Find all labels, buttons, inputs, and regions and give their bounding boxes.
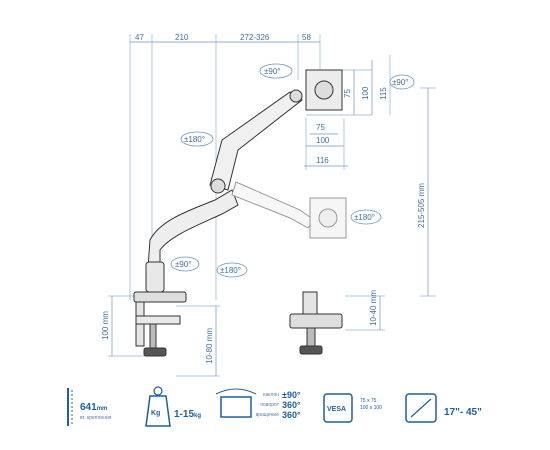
dim-top-4: 58 bbox=[302, 33, 311, 42]
rot-value-tilt: ±90° bbox=[282, 390, 301, 400]
monitor-rotation-icon bbox=[215, 388, 257, 418]
screen-size-icon bbox=[405, 393, 437, 423]
dim-vesa-w-2: 100 bbox=[316, 136, 330, 145]
dim-base-left: 100 mm bbox=[101, 311, 110, 340]
spec-weight: 1-15kg bbox=[174, 404, 201, 422]
reach-value: 641 bbox=[80, 402, 97, 413]
rotation-badge-screen: ±180° bbox=[350, 209, 382, 225]
reach-unit: mm bbox=[96, 406, 108, 412]
reach-icon bbox=[67, 388, 73, 426]
spec-screen-size: 17"- 45" bbox=[444, 402, 482, 420]
dim-vesa-w-3: 116 bbox=[316, 156, 329, 165]
vesa-value-1: 75 x 75 bbox=[360, 398, 377, 404]
dim-vesa-h-2: 100 bbox=[361, 86, 370, 100]
svg-text:±180°: ±180° bbox=[184, 135, 205, 144]
dimension-lines bbox=[108, 34, 436, 377]
vesa-icon: VESA bbox=[323, 393, 353, 423]
dim-height-range: 215-505 mm bbox=[417, 183, 426, 228]
dim-top-2: 210 bbox=[175, 33, 189, 42]
weight-icon: Kg bbox=[145, 386, 171, 427]
spec-vesa: 75 x 75 100 x 100 bbox=[360, 398, 382, 412]
weight-value: 1-15 bbox=[174, 409, 195, 420]
rotation-badge-head: ±90° bbox=[259, 63, 293, 79]
svg-text:Kg: Kg bbox=[151, 410, 160, 417]
rot-label-tilt: наклон bbox=[262, 392, 279, 398]
dim-top-3: 272-326 bbox=[240, 33, 270, 42]
dim-vesa-h-1: 75 bbox=[343, 89, 352, 98]
dim-vesa-w-1: 75 bbox=[316, 123, 325, 132]
spec-reach: 641mm вт. крепления bbox=[80, 397, 111, 421]
rot-value-rotate: 360° bbox=[282, 410, 301, 420]
dim-base-right: 10-40 mm bbox=[369, 290, 378, 326]
weight-unit: kg bbox=[194, 413, 202, 419]
svg-text:±180°: ±180° bbox=[220, 266, 241, 275]
screen-size-value: 17"- 45" bbox=[444, 407, 482, 418]
rot-label-rotate: вращение bbox=[255, 412, 279, 418]
svg-text:VESA: VESA bbox=[327, 406, 346, 413]
monitor-arm-drawing bbox=[133, 69, 347, 357]
vesa-value-2: 100 x 100 bbox=[360, 405, 382, 411]
svg-text:±90°: ±90° bbox=[264, 67, 281, 76]
rotation-badge-side: ±90° bbox=[389, 74, 415, 90]
svg-text:±90°: ±90° bbox=[175, 260, 192, 269]
reach-label: вт. крепления bbox=[80, 415, 112, 421]
rotation-badge-upper: ±180° bbox=[180, 131, 214, 147]
svg-text:±90°: ±90° bbox=[392, 78, 409, 87]
rotation-badge-lower-right: ±180° bbox=[216, 262, 248, 278]
rot-label-swivel: поворот bbox=[260, 402, 279, 408]
dim-top-1: 47 bbox=[135, 33, 144, 42]
svg-text:±180°: ±180° bbox=[354, 213, 375, 222]
dim-base-bottom: 10-80 mm bbox=[205, 328, 214, 364]
rotation-badge-lower-left: ±90° bbox=[170, 256, 200, 272]
dim-vesa-right: 115 bbox=[379, 87, 388, 100]
rot-value-swivel: 360° bbox=[282, 400, 301, 410]
